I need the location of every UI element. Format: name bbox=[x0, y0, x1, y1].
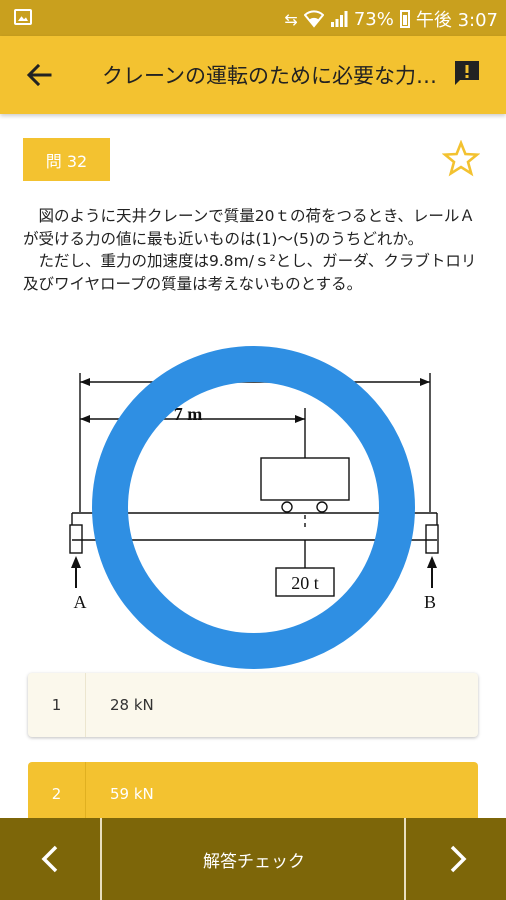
clock: 午後 3:07 bbox=[415, 10, 498, 31]
check-answer-button[interactable]: 解答チェック bbox=[203, 851, 305, 872]
bottom-navigation: 解答チェック bbox=[0, 818, 506, 900]
question-note: ただし、重力の加速度は9.8m/ｓ²とし、ガーダ、クラブトロリ及びワイヤロープの… bbox=[23, 252, 477, 293]
option-number: 1 bbox=[28, 673, 86, 737]
question-number-badge: 問 32 bbox=[23, 138, 110, 181]
status-indicators: ⇆ 73% 午後 3:07 bbox=[284, 6, 498, 32]
answer-option-2[interactable]: 2 59 kN bbox=[28, 762, 478, 826]
star-outline-icon[interactable] bbox=[442, 140, 480, 178]
report-icon[interactable] bbox=[452, 58, 482, 88]
option-number: 2 bbox=[28, 762, 86, 826]
status-bar: ⇆ 73% 午後 3:07 bbox=[0, 0, 506, 36]
arrow-back-icon[interactable] bbox=[22, 58, 56, 92]
option-label: 28 kN bbox=[110, 696, 154, 714]
support-b-label: B bbox=[424, 592, 436, 612]
option-label: 59 kN bbox=[110, 785, 154, 803]
next-button[interactable] bbox=[404, 818, 506, 900]
chevron-left-icon bbox=[41, 845, 58, 873]
support-a-label: A bbox=[74, 592, 87, 612]
page-title: クレーンの運転のために必要な力学に関 bbox=[102, 64, 442, 88]
signal-icon bbox=[330, 11, 348, 27]
wifi-icon bbox=[303, 10, 324, 28]
gallery-icon bbox=[14, 9, 32, 25]
question-paragraph: 図のように天井クレーンで質量20ｔの荷をつるとき、レールＡが受ける力の値に最も近… bbox=[23, 207, 475, 248]
battery-percent: 73% bbox=[353, 8, 394, 30]
answer-option-1[interactable]: 1 28 kN bbox=[28, 673, 478, 737]
battery-icon bbox=[399, 10, 410, 28]
app-bar: クレーンの運転のために必要な力学に関 bbox=[0, 36, 506, 114]
data-transfer-icon: ⇆ bbox=[284, 9, 298, 29]
previous-button[interactable] bbox=[0, 818, 102, 900]
question-text: 図のように天井クレーンで質量20ｔの荷をつるとき、レールＡが受ける力の値に最も近… bbox=[23, 205, 488, 295]
touch-highlight-ring bbox=[92, 346, 415, 669]
chevron-right-icon bbox=[450, 845, 467, 873]
